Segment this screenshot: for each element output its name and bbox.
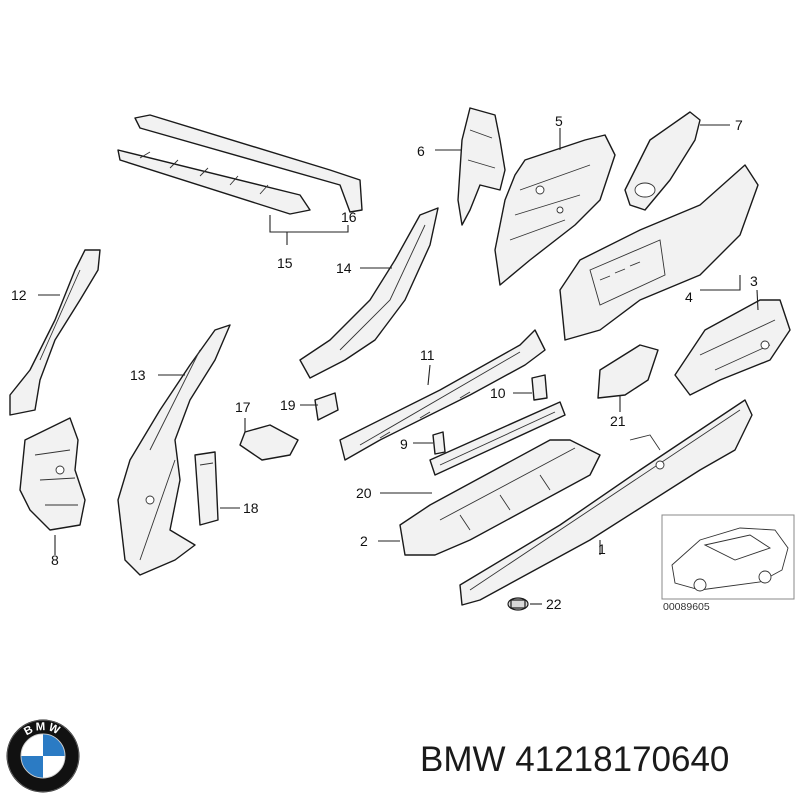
part-8 bbox=[19, 417, 86, 531]
callouts: 1 2 3 4 5 6 7 8 9 10 11 12 13 14 15 16 1… bbox=[11, 113, 758, 612]
callout-19: 19 bbox=[280, 397, 296, 413]
reference-inset: 00089605 bbox=[661, 514, 795, 613]
callout-16: 16 bbox=[341, 209, 357, 225]
callout-6: 6 bbox=[417, 143, 425, 159]
part-20 bbox=[429, 401, 566, 476]
callout-14: 14 bbox=[336, 260, 352, 276]
brand-name: BMW bbox=[420, 740, 506, 779]
part-6 bbox=[457, 107, 506, 226]
part-10 bbox=[531, 374, 548, 401]
svg-text:BMW: BMW bbox=[22, 721, 63, 738]
part-1 bbox=[459, 399, 753, 606]
callout-5: 5 bbox=[555, 113, 563, 129]
callout-18: 18 bbox=[243, 500, 259, 516]
leader-lines bbox=[38, 124, 759, 605]
part-12 bbox=[9, 249, 101, 416]
reference-number: 00089605 bbox=[663, 601, 710, 613]
callout-22: 22 bbox=[546, 596, 562, 612]
part-3 bbox=[674, 299, 791, 396]
callout-7: 7 bbox=[735, 117, 743, 133]
part-13 bbox=[117, 324, 231, 576]
part-17 bbox=[239, 424, 299, 461]
callout-21: 21 bbox=[610, 413, 626, 429]
part-5 bbox=[494, 134, 616, 286]
part-4 bbox=[559, 164, 759, 341]
callout-1: 1 bbox=[598, 541, 606, 557]
part-number-label: BMW 41218170640 bbox=[420, 740, 729, 780]
callout-12: 12 bbox=[11, 287, 27, 303]
callout-17: 17 bbox=[235, 399, 251, 415]
part-21 bbox=[597, 344, 659, 399]
logo-lettering: BMW bbox=[22, 721, 61, 738]
callout-2: 2 bbox=[360, 533, 368, 549]
part-9 bbox=[432, 431, 446, 455]
callout-4: 4 bbox=[685, 289, 693, 305]
part-14 bbox=[299, 207, 439, 379]
part-number: 41218170640 bbox=[515, 740, 730, 779]
part-roof-rail bbox=[117, 114, 363, 215]
callout-11: 11 bbox=[420, 347, 435, 363]
part-19 bbox=[314, 392, 339, 421]
callout-13: 13 bbox=[130, 367, 146, 383]
part-2 bbox=[399, 439, 601, 556]
part-22 bbox=[507, 597, 529, 611]
part-18 bbox=[194, 451, 219, 526]
bmw-roundel-logo: BMW bbox=[6, 719, 80, 793]
callout-10: 10 bbox=[490, 385, 506, 401]
callout-3: 3 bbox=[750, 273, 758, 289]
callout-15: 15 bbox=[277, 255, 293, 271]
part-7 bbox=[624, 111, 701, 211]
callout-20: 20 bbox=[356, 485, 372, 501]
callout-9: 9 bbox=[400, 436, 408, 452]
callout-8: 8 bbox=[51, 552, 59, 568]
part-11 bbox=[339, 329, 546, 461]
